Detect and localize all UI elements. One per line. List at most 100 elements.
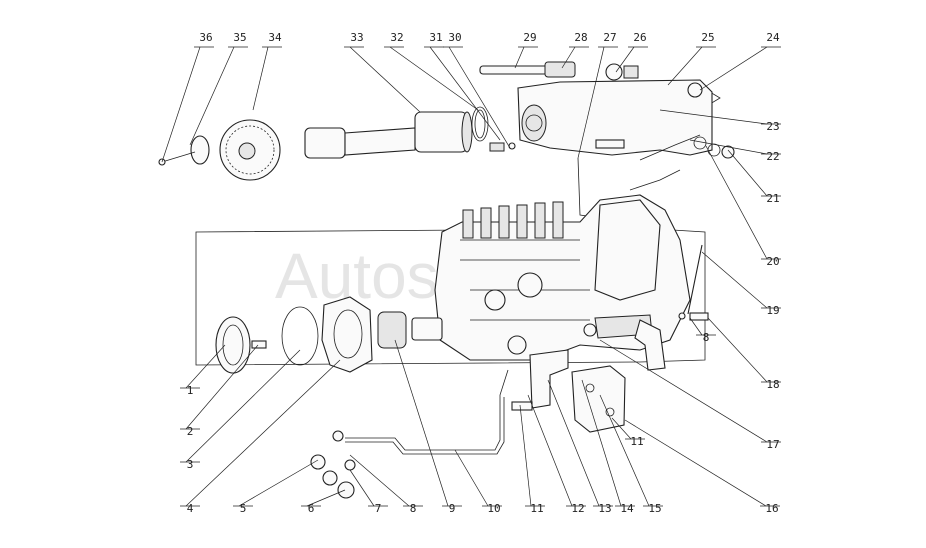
callout-c17: 17 <box>599 339 781 451</box>
bracket-plate-16 <box>571 365 626 433</box>
callout-number: 36 <box>199 31 212 44</box>
leader-line <box>454 449 489 507</box>
leader-line <box>701 251 768 309</box>
callout-c8a: 8 <box>689 317 716 344</box>
callout-number: 33 <box>350 31 363 44</box>
callout-number: 1 <box>187 384 194 397</box>
callout-number: 31 <box>429 31 442 44</box>
bolt-2 <box>251 340 267 349</box>
leader-line <box>699 46 768 91</box>
callout-number: 23 <box>766 120 779 133</box>
callout-number: 28 <box>574 31 587 44</box>
leader-line <box>514 46 525 69</box>
leader-line <box>599 339 768 443</box>
callout-number: 6 <box>308 502 315 515</box>
callout-number: 22 <box>766 150 779 163</box>
callout-number: 3 <box>187 458 194 471</box>
nut-24 <box>687 82 703 98</box>
mounting-bracket-12-14 <box>529 349 569 409</box>
callout-c7: 7 <box>349 469 388 515</box>
callout-number: 11 <box>630 435 643 448</box>
callout-c15: 15 <box>599 394 663 515</box>
leader-line <box>659 109 768 125</box>
callout-number: 14 <box>620 502 634 515</box>
callout-number: 15 <box>648 502 661 515</box>
callout-number: 35 <box>233 31 246 44</box>
callout-c25: 25 <box>667 31 716 86</box>
callout-c14: 14 <box>581 379 635 515</box>
callout-number: 21 <box>766 192 779 205</box>
callout-number: 24 <box>766 31 780 44</box>
fittings-5-8 <box>310 430 356 499</box>
flange-35 <box>190 135 210 165</box>
fuel-pipe-10 <box>345 369 509 455</box>
callout-number: 10 <box>487 502 500 515</box>
leader-line <box>389 46 479 111</box>
o-ring-32 <box>471 106 489 142</box>
leader-line <box>705 145 768 260</box>
leader-line <box>577 46 605 159</box>
housing-4 <box>321 296 373 373</box>
callout-c28: 28 <box>561 31 589 69</box>
callout-c26: 26 <box>615 31 648 73</box>
callout-number: 29 <box>523 31 536 44</box>
callout-number: 8 <box>410 502 417 515</box>
leader-line <box>448 46 511 149</box>
leader-line <box>611 417 632 440</box>
callout-number: 16 <box>765 502 778 515</box>
callout-c21: 21 <box>727 149 781 205</box>
callout-c11: 11 <box>519 404 545 515</box>
callout-c33: 33 <box>344 31 421 113</box>
delivery-valves <box>462 201 564 239</box>
callout-c20: 20 <box>705 145 781 268</box>
callout-number: 27 <box>603 31 616 44</box>
callout-c31: 31 <box>424 31 501 141</box>
leader-line <box>349 46 421 113</box>
callout-number: 32 <box>390 31 403 44</box>
coupling-9 <box>377 311 443 349</box>
callout-c16: 16 <box>624 419 780 515</box>
leader-line <box>615 46 635 73</box>
callout-number: 12 <box>571 502 584 515</box>
callout-c35: 35 <box>189 31 248 146</box>
callout-number: 2 <box>187 425 194 438</box>
gasket-3 <box>281 306 319 366</box>
callout-c2: 2 <box>180 344 259 438</box>
injection-pump-body <box>434 194 691 371</box>
leader-line <box>599 394 650 507</box>
shaft-33 <box>304 111 473 159</box>
leader-line <box>581 379 622 507</box>
callout-c27: 27 <box>577 31 618 159</box>
callout-c13: 13 <box>547 379 613 515</box>
callout-number: 4 <box>187 502 194 515</box>
leader-line <box>429 46 501 141</box>
callout-c32: 32 <box>384 31 479 111</box>
spring-rod-19 <box>687 244 703 315</box>
callout-c8b: 8 <box>349 454 423 515</box>
rod-29 <box>479 61 576 78</box>
callout-c6: 6 <box>301 489 346 515</box>
callout-number: 18 <box>766 378 779 391</box>
leader-line <box>185 344 226 389</box>
leader-line <box>727 149 768 197</box>
leader-line <box>185 359 341 507</box>
callout-c1: 1 <box>180 344 226 397</box>
callout-number: 11 <box>530 502 543 515</box>
leader-line <box>349 454 410 507</box>
leader-line <box>689 317 703 336</box>
small-bolt-22 <box>595 139 625 149</box>
callout-c22: 22 <box>689 139 781 163</box>
callout-number: 20 <box>766 255 779 268</box>
callout-number: 19 <box>766 304 779 317</box>
leader-line <box>349 469 375 507</box>
callout-c18: 18 <box>707 317 781 391</box>
callout-c4: 4 <box>180 359 341 515</box>
callout-number: 5 <box>240 502 247 515</box>
leader-line <box>185 344 259 430</box>
leader-line <box>394 339 449 507</box>
callout-number: 26 <box>633 31 646 44</box>
callout-c29: 29 <box>514 31 538 69</box>
